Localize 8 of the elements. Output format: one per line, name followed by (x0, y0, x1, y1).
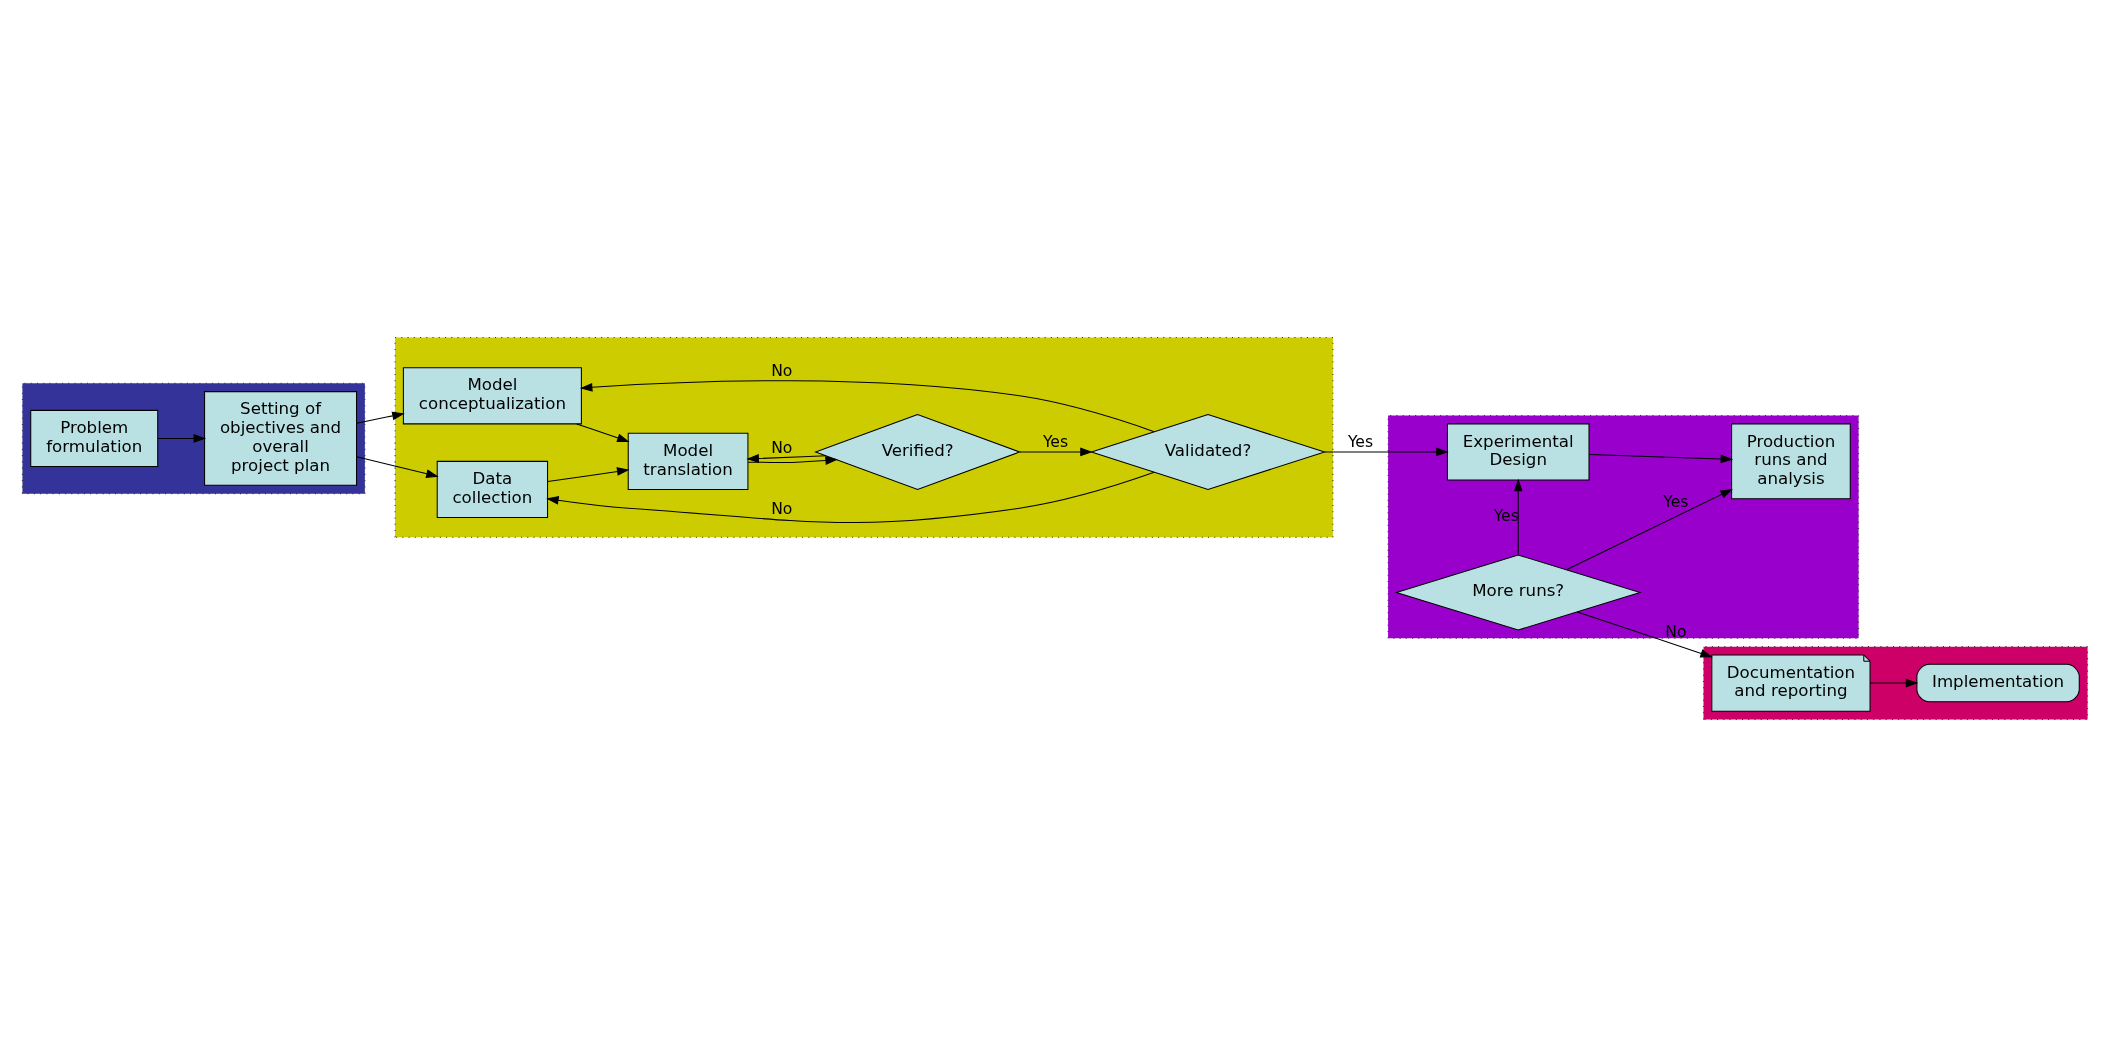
edge-label: No (1665, 622, 1687, 641)
edge-label: Yes (1347, 432, 1374, 451)
edge-label: Yes (1042, 432, 1069, 451)
edge-label: Yes (1663, 492, 1689, 511)
edge-label: Yes (1493, 506, 1519, 525)
edge-label: No (771, 499, 793, 518)
edge-label: No (771, 361, 793, 380)
edge-label: No (771, 438, 793, 457)
